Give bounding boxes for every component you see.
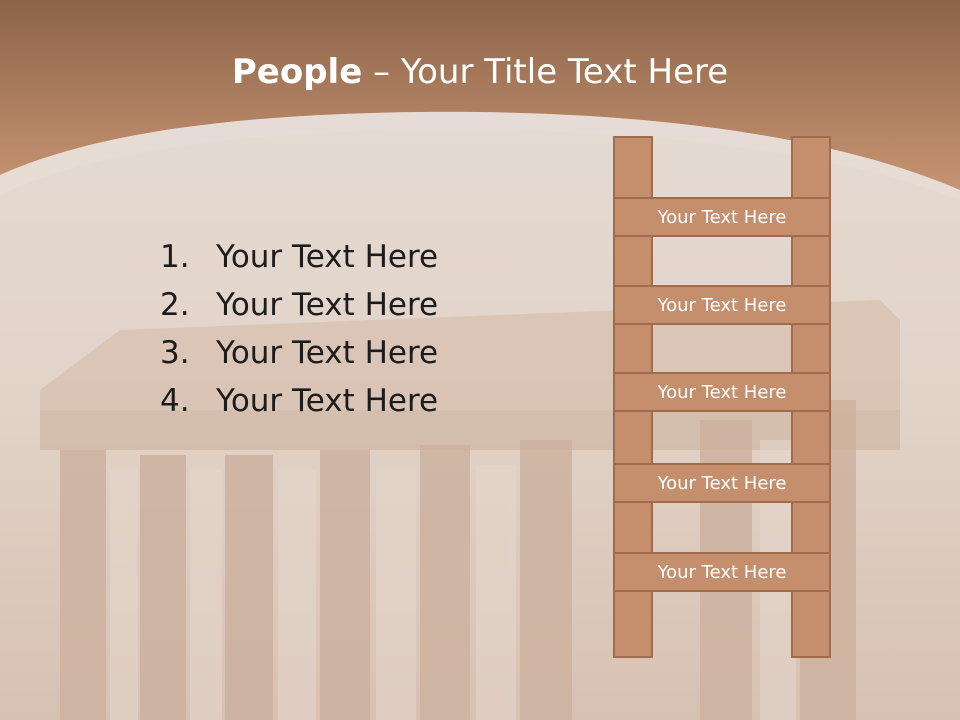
list-item: 2. Your Text Here: [160, 281, 438, 329]
list-number: 4.: [160, 383, 190, 419]
numbered-list: 1. Your Text Here 2. Your Text Here 3. Your…: [160, 233, 438, 425]
slide-title: People – Your Title Text Here: [0, 52, 960, 92]
list-text: Your Text Here: [216, 287, 439, 323]
ladder-rung: Your Text Here: [613, 552, 831, 592]
title-rest: – Your Title Text Here: [362, 52, 729, 92]
list-text: Your Text Here: [216, 383, 439, 419]
list-text: Your Text Here: [216, 335, 439, 371]
ladder-rung: Your Text Here: [613, 372, 831, 412]
header-band: [0, 0, 960, 200]
ladder-rung: Your Text Here: [613, 285, 831, 325]
list-number: 2.: [160, 287, 190, 323]
title-bold: People: [231, 52, 363, 92]
ladder-rung: Your Text Here: [613, 197, 831, 237]
list-number: 1.: [160, 239, 190, 275]
list-item: 3. Your Text Here: [160, 329, 438, 377]
list-text: Your Text Here: [216, 239, 439, 275]
list-item: 4. Your Text Here: [160, 377, 438, 425]
list-number: 3.: [160, 335, 190, 371]
list-item: 1. Your Text Here: [160, 233, 438, 281]
ladder-rung: Your Text Here: [613, 463, 831, 503]
